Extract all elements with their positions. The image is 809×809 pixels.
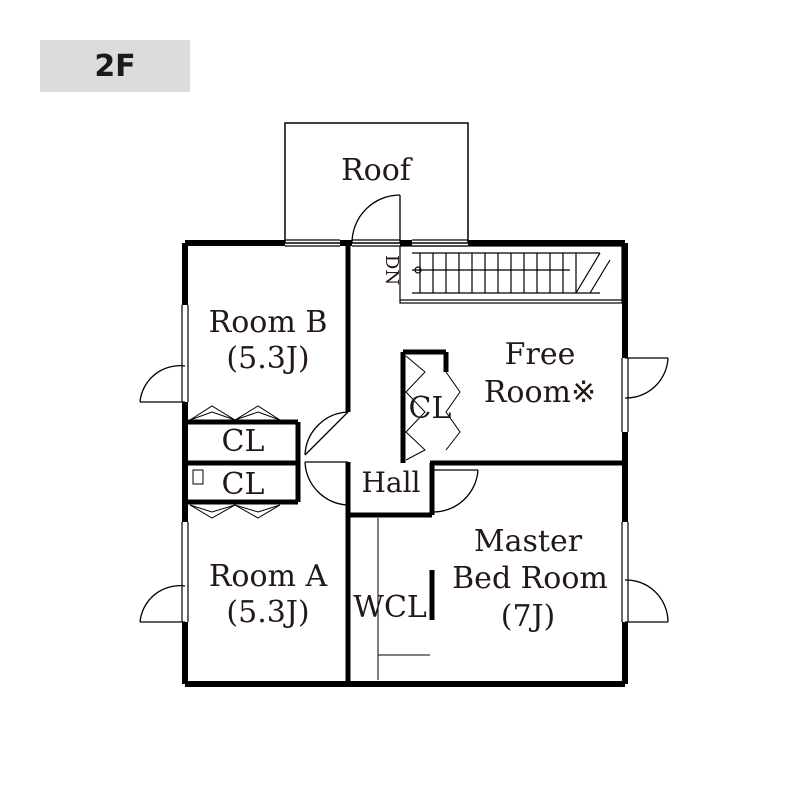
label-room-b: Room B — [209, 305, 328, 340]
label-master-2: Bed Room — [452, 561, 608, 596]
label-room-b-size: (5.3J) — [226, 341, 309, 376]
wcl-shelves — [377, 518, 430, 680]
label-master-3: (7J) — [501, 599, 556, 634]
label-room-a-size: (5.3J) — [226, 595, 309, 630]
label-stairs-dn: DN — [381, 255, 402, 285]
label-master-1: Master — [474, 524, 583, 559]
closet-doors — [189, 355, 461, 519]
label-wcl: WCL — [353, 590, 427, 625]
label-free-room-2: Room※ — [484, 375, 596, 410]
doors — [139, 194, 669, 623]
room-labels: Roof Room B (5.3J) Free Room※ CL CL CL H… — [209, 153, 608, 634]
windows — [181, 239, 629, 622]
label-hall: Hall — [361, 466, 420, 499]
label-closet-b: CL — [222, 424, 265, 459]
floor-label: 2F — [40, 40, 190, 92]
label-closet-free: CL — [409, 391, 452, 426]
label-free-room-1: Free — [505, 337, 576, 372]
interior-walls — [188, 243, 625, 684]
staircase — [399, 245, 623, 304]
label-roof: Roof — [341, 153, 413, 188]
outer-walls — [182, 240, 628, 687]
label-closet-a: CL — [222, 467, 265, 502]
label-room-a: Room A — [209, 559, 328, 594]
roof-area — [284, 122, 469, 244]
